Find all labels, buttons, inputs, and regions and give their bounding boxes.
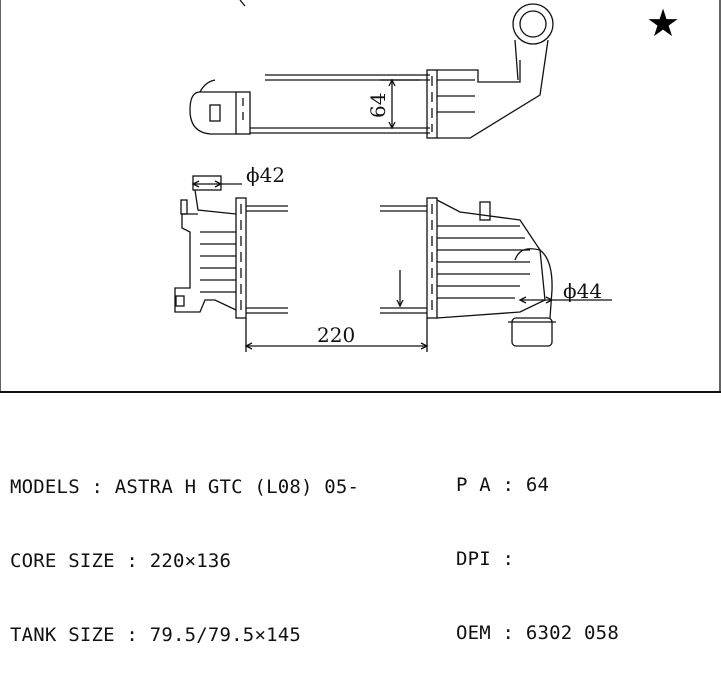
models-row: MODELS : ASTRA H GTC (L08) 05- bbox=[10, 476, 360, 498]
core-size-value: 220×136 bbox=[149, 550, 232, 572]
tank-size-value: 79.5/79.5×145 bbox=[149, 624, 301, 646]
oem-value: 6302 058 bbox=[525, 622, 619, 644]
dim-inlet-label: ϕ42 bbox=[246, 163, 285, 187]
models-label: MODELS bbox=[10, 476, 80, 498]
dim-width-label: 220 bbox=[317, 323, 355, 347]
dim-height-label: 64 bbox=[366, 93, 390, 118]
front-view bbox=[174, 175, 612, 352]
star-icon: ★ bbox=[646, 1, 681, 45]
core-size-row: CORE SIZE : 220×136 bbox=[10, 550, 232, 572]
models-value: ASTRA H GTC (L08) 05- bbox=[114, 476, 360, 498]
technical-drawing: 64 ϕ42 ϕ44 220 bbox=[0, 0, 721, 393]
pa-row: P A : 64 bbox=[456, 474, 550, 496]
spec-left-column: MODELS : ASTRA H GTC (L08) 05- CORE SIZE… bbox=[10, 432, 359, 690]
spec-sheet: 64 ϕ42 ϕ44 220 ★ MODELS : ASTRA H GTC (L… bbox=[0, 0, 721, 646]
oem-label: OEM bbox=[456, 622, 491, 644]
dpi-row: DPI : bbox=[456, 548, 526, 570]
oem-row: OEM : 6302 058 bbox=[456, 622, 619, 644]
pa-value: 64 bbox=[525, 474, 550, 496]
tank-size-row: TANK SIZE : 79.5/79.5×145 bbox=[10, 624, 301, 646]
spec-right-column: P A : 64 DPI : OEM : 6302 058 bbox=[456, 430, 619, 688]
core-size-label: CORE SIZE bbox=[10, 550, 115, 572]
pa-label: P A bbox=[456, 474, 491, 496]
top-view bbox=[189, 3, 554, 139]
dim-outlet-label: ϕ44 bbox=[563, 279, 602, 303]
dpi-label: DPI bbox=[456, 548, 491, 570]
tank-size-label: TANK SIZE bbox=[10, 624, 115, 646]
